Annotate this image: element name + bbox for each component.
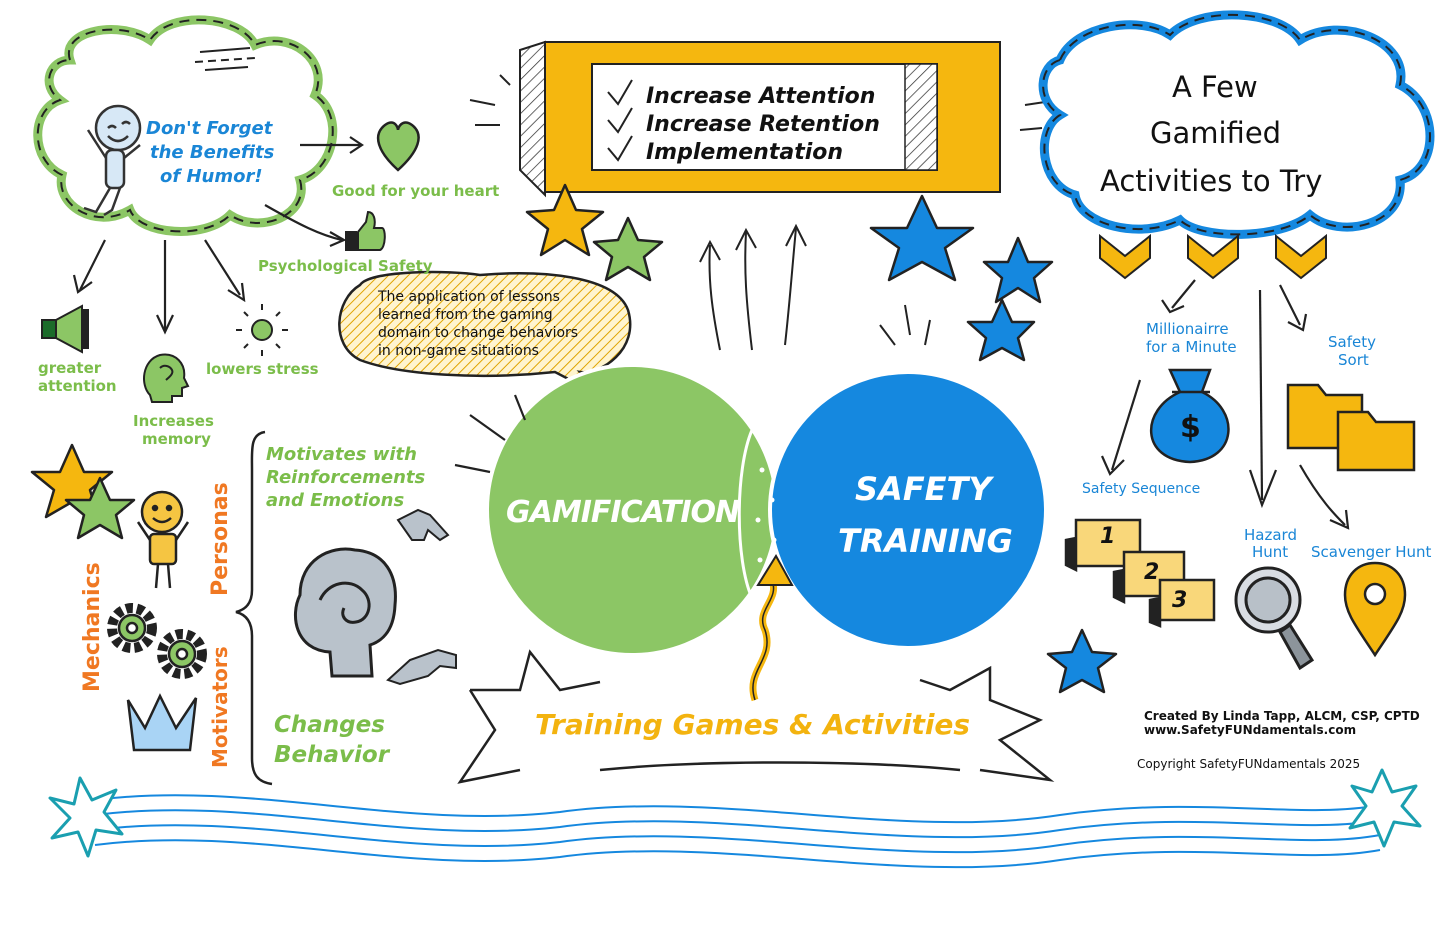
lowers-stress-label: lowers stress [206, 360, 319, 378]
bottom-wave [94, 794, 1381, 869]
pointing-hand-icon [396, 508, 450, 542]
safety-training-label-2: TRAINING [838, 522, 1013, 560]
changes-behavior-line1: Changes [274, 712, 385, 738]
humor-title-line2: the Benefits [150, 142, 275, 163]
sequence-card-2: 2 [1144, 560, 1160, 585]
activities-cloud-line3: Activities to Try [1100, 164, 1323, 198]
millionaire-label-1: Millionairre [1146, 320, 1229, 338]
bottom-stars [48, 768, 1422, 858]
motivates-line3: and Emotions [266, 490, 405, 511]
sequence-card-3: 3 [1172, 588, 1188, 613]
mechanics-label: Mechanics [80, 562, 105, 692]
humor-arrows [72, 136, 364, 335]
heart-icon [376, 121, 420, 172]
humor-title-line1: Don't Forget [146, 118, 273, 139]
folder-icon [1286, 383, 1416, 472]
millionaire-label-2: for a Minute [1146, 338, 1237, 356]
banner-burst-lines [469, 74, 1046, 131]
magnifier-icon [1234, 566, 1315, 671]
money-bag-icon [1150, 368, 1230, 464]
squiggle-up-arrow [749, 554, 794, 702]
banner-line1: Increase Attention [646, 84, 876, 109]
personas-label: Personas [208, 482, 233, 596]
pointing-hand-icon [386, 648, 457, 686]
safety-sequence-label: Safety Sequence [1082, 481, 1201, 497]
safety-sort-label-2: Sort [1338, 351, 1369, 369]
motivators-label: Motivators [208, 646, 232, 768]
created-by-label: Created By Linda Tapp, ALCM, CSP, CPTD [1144, 709, 1420, 723]
venn-diagram [485, 363, 1048, 657]
hazard-hunt-label-1: Hazard [1244, 526, 1297, 544]
thumbs-up-icon [345, 210, 386, 251]
definition-line3: domain to change behaviors [378, 325, 579, 341]
website-label: www.SafetyFUNdamentals.com [1144, 723, 1357, 737]
smiling-kid-icon [136, 490, 190, 589]
gear-icon [107, 603, 207, 679]
upward-arrows [699, 223, 931, 351]
sequence-card-1: 1 [1100, 524, 1116, 549]
chevrons [1099, 233, 1327, 280]
dollar-sign: $ [1180, 410, 1201, 445]
good-for-heart-label: Good for your heart [332, 182, 500, 200]
hazard-hunt-label-2: Hunt [1252, 543, 1289, 561]
laughing-figure-icon [83, 104, 142, 217]
definition-line1: The application of lessons [378, 289, 560, 305]
brain-head-icon [143, 353, 190, 403]
activities-cloud [1038, 10, 1435, 239]
left-brace [235, 430, 273, 786]
humor-title-line3: of Humor! [160, 166, 263, 187]
activity-arrows [1100, 279, 1350, 530]
definition-line4: in non-game situations [378, 343, 539, 359]
motivates-line2: Reinforcements [266, 467, 426, 488]
scavenger-hunt-label: Scavenger Hunt [1311, 543, 1432, 561]
benefits-banner [519, 40, 1001, 198]
definition-bubble [338, 270, 632, 400]
copyright-label: Copyright SafetyFUNdamentals 2025 [1137, 757, 1361, 771]
activities-cloud-line1: A Few [1172, 70, 1258, 104]
banner-line2: Increase Retention [646, 112, 880, 137]
psych-safety-label: Psychological Safety [258, 257, 433, 275]
increases-memory-label-1: Increases [133, 412, 214, 430]
sun-icon [236, 304, 288, 356]
circle-burst-lines [454, 394, 527, 474]
gamification-label: GAMIFICATION [506, 495, 740, 530]
motivates-line1: Motivates with [266, 444, 417, 465]
changes-behavior-line2: Behavior [274, 742, 390, 768]
sequence-cards [1064, 518, 1216, 628]
safety-sort-label-1: Safety [1328, 333, 1376, 351]
megaphone-icon [41, 304, 89, 354]
banner-line3: Implementation [646, 140, 844, 165]
crown-icon [126, 693, 198, 752]
profile-head-icon [293, 547, 397, 678]
training-games-label: Training Games & Activities [535, 708, 971, 741]
location-pin-icon [1343, 561, 1407, 658]
greater-attention-label-1: greater [38, 359, 102, 377]
activities-cloud-line2: Gamified [1150, 116, 1282, 150]
training-games-burst [457, 649, 1055, 784]
stars [30, 183, 1118, 694]
safety-training-label-1: SAFETY [855, 470, 992, 508]
definition-line2: learned from the gaming [378, 307, 553, 323]
increases-memory-label-2: memory [142, 430, 211, 448]
greater-attention-label-2: attention [38, 377, 117, 395]
